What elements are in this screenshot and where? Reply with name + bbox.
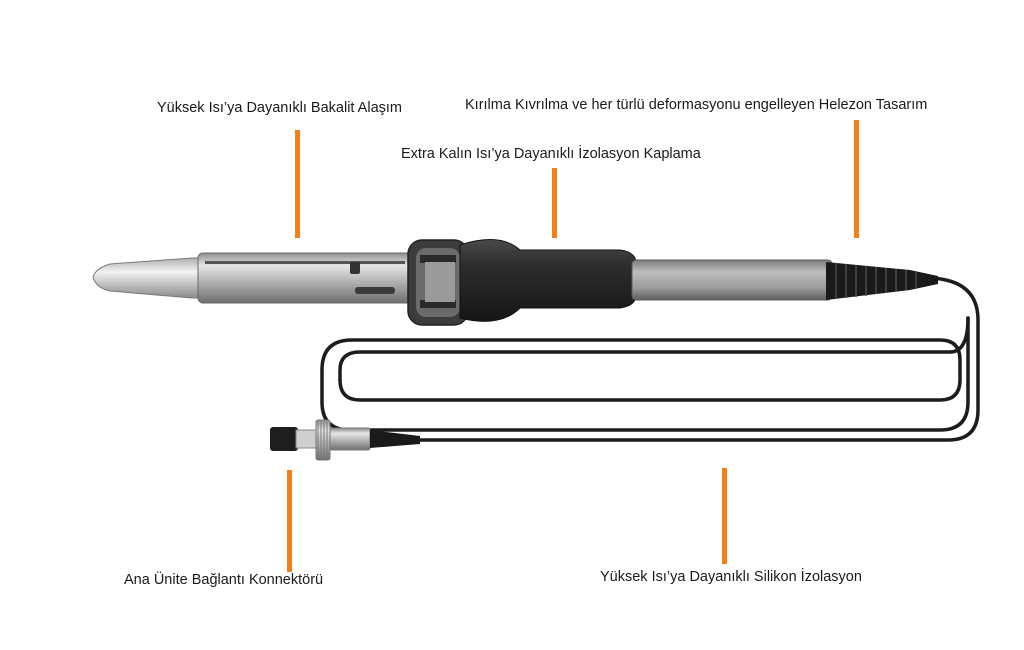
heat-guard [407, 239, 469, 326]
label-bakalit: Yüksek Isı’ya Dayanıklı Bakalit Alaşım [157, 100, 402, 116]
iron-tip [92, 257, 201, 299]
rear-shaft [631, 259, 833, 301]
label-konnektor: Ana Ünite Bağlantı Konnektörü [124, 572, 324, 588]
silicone-cable [320, 276, 980, 442]
metal-barrel [197, 252, 414, 304]
leader-line-helezon [854, 120, 859, 238]
leader-line-konnektor [287, 470, 292, 572]
rubber-grip [459, 239, 637, 322]
strain-relief-spring [826, 262, 938, 300]
leader-line-izolasyon-kaplama [552, 168, 557, 238]
connector [270, 419, 420, 461]
leader-line-bakalit [295, 130, 300, 238]
leader-line-silikon [722, 468, 727, 564]
label-helezon: Kırılma Kıvrılma ve her türlü deformasyo… [465, 97, 928, 113]
label-silikon: Yüksek Isı’ya Dayanıklı Silikon İzolasyo… [600, 569, 862, 585]
label-izolasyon-kaplama: Extra Kalın Isı’ya Dayanıklı İzolasyon K… [401, 146, 701, 162]
